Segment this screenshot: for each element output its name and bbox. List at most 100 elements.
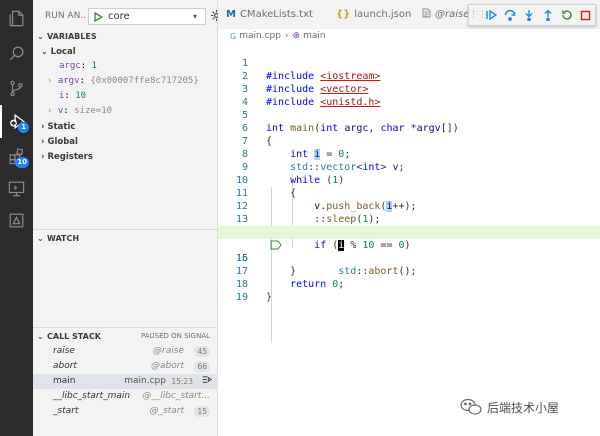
- launch-config-select[interactable]: core ▾: [88, 8, 206, 25]
- tab-label: launch.json: [354, 9, 412, 20]
- launch-config-value: core: [108, 11, 130, 22]
- code-line: 14 if (i % 10 == 0): [218, 213, 600, 251]
- cmake-icon[interactable]: [0, 204, 33, 237]
- current-execution-line: 15 std::abort();: [218, 226, 600, 277]
- variable-value: size=10: [74, 106, 113, 116]
- code-line: 6 {: [218, 109, 600, 147]
- tab-launch-json[interactable]: {} launch.json: [328, 0, 414, 29]
- line-number: 5: [241, 110, 248, 121]
- section-divider: [33, 229, 218, 230]
- chevron-right-icon: ›: [41, 137, 45, 147]
- code-line: 9 while (1): [218, 148, 600, 186]
- line-number: 16: [235, 253, 248, 264]
- stack-frame[interactable]: raise @raise 45: [33, 344, 218, 359]
- run-debug-icon[interactable]: 1: [0, 105, 33, 138]
- code-line: 1 #include <iostream>: [218, 44, 600, 82]
- local-scope-label: Local: [50, 47, 76, 57]
- line-number: 15: [235, 253, 248, 264]
- frame-position: 66: [194, 361, 210, 372]
- code-line: 18 }: [218, 265, 600, 303]
- line-number: 9: [241, 162, 248, 173]
- frame-source: @__libc_start...: [142, 391, 210, 401]
- frame-position: 45: [194, 346, 210, 357]
- line-number: 6: [241, 123, 248, 134]
- section-divider: [33, 327, 218, 328]
- watch-title: WATCH: [47, 233, 80, 243]
- line-number: 3: [241, 84, 248, 95]
- step-into-icon[interactable]: [519, 5, 538, 25]
- variable-name: argc: [59, 61, 81, 71]
- line-number: 12: [235, 201, 248, 212]
- debug-badge: 1: [18, 122, 29, 133]
- local-scope[interactable]: ⌄ Local: [33, 44, 218, 59]
- code-line: 17 return 0;: [218, 252, 600, 290]
- frame-name: main: [53, 376, 76, 386]
- variable-row[interactable]: argc: 1: [59, 61, 97, 71]
- remote-explorer-icon[interactable]: [0, 172, 33, 205]
- chevron-down-icon: ⌄: [41, 47, 48, 56]
- frame-source: @raise: [153, 346, 184, 356]
- stack-frame-selected[interactable]: main main.cpp 15:23: [33, 374, 218, 389]
- include-name: iostream: [326, 71, 375, 82]
- json-file-icon: {}: [336, 9, 351, 20]
- variable-row[interactable]: i: 10: [59, 91, 87, 101]
- tab-label: @raise: [435, 9, 470, 20]
- chevron-down-icon: ⌄: [37, 233, 44, 243]
- line-number: 11: [235, 188, 248, 199]
- frame-name: __libc_start_main: [53, 391, 131, 401]
- scope-label: Global: [47, 137, 78, 147]
- source-control-icon[interactable]: [0, 72, 33, 105]
- variable-row[interactable]: › argv: {0x00007ffe8c717205}: [47, 76, 199, 86]
- tab-raise[interactable]: @raise: [414, 0, 474, 29]
- code-line: 10 {: [218, 161, 600, 199]
- frame-source: @_start: [149, 406, 184, 416]
- code-line: 2 #include <vector>: [218, 57, 600, 95]
- code-line: 11 v.push_back(i++);: [218, 174, 600, 212]
- debug-sidebar: RUN AN... core ▾ ··· ⌄ VARIABLES ⌄ Local…: [33, 0, 240, 436]
- activity-bar: 1 10: [0, 0, 33, 436]
- explorer-icon[interactable]: [0, 2, 33, 35]
- variable-value: 10: [75, 91, 87, 101]
- scope-label: Registers: [47, 152, 93, 162]
- variables-section-header[interactable]: ⌄ VARIABLES: [33, 28, 218, 44]
- frame-source: main.cpp: [124, 376, 166, 386]
- frame-position: 15: [194, 406, 210, 417]
- tab-cmakelists[interactable]: M CMakeLists.txt: [218, 0, 328, 29]
- watch-section-header[interactable]: ⌄ WATCH: [33, 230, 218, 246]
- stack-frame[interactable]: __libc_start_main @__libc_start...: [33, 389, 218, 404]
- restart-frame-icon[interactable]: [201, 374, 212, 391]
- code-line: 16 }: [218, 239, 600, 277]
- code-line: 3 #include <unistd.h>: [218, 70, 600, 108]
- extensions-icon[interactable]: 10: [0, 140, 33, 173]
- breadcrumb-symbol[interactable]: main: [303, 31, 326, 41]
- line-number: 19: [235, 292, 248, 303]
- static-scope[interactable]: › Static: [33, 120, 218, 135]
- line-number: 10: [235, 175, 248, 186]
- drag-handle-icon[interactable]: ⋮⋮: [469, 10, 487, 20]
- code-line: 4: [218, 83, 600, 108]
- indent-guide: [271, 187, 272, 343]
- chevron-right-icon: ›: [47, 76, 53, 86]
- breadcrumb-file[interactable]: main.cpp: [239, 31, 281, 41]
- chevron-right-icon: ›: [284, 31, 289, 41]
- step-over-icon[interactable]: [500, 5, 519, 25]
- search-icon[interactable]: [0, 37, 33, 70]
- registers-scope[interactable]: › Registers: [33, 150, 218, 165]
- continue-icon[interactable]: [481, 5, 500, 25]
- step-out-icon[interactable]: [538, 5, 557, 25]
- paused-status: PAUSED ON SIGNAL: [141, 332, 210, 340]
- stack-frame[interactable]: abort @abort 66: [33, 359, 218, 374]
- stack-frame[interactable]: _start @_start 15: [33, 404, 218, 419]
- global-scope[interactable]: › Global: [33, 135, 218, 150]
- code-line: 13: [218, 200, 600, 225]
- start-debugging-icon[interactable]: [91, 9, 105, 24]
- code-line: 8 std::vector<int> v;: [218, 135, 600, 173]
- chevron-down-icon: ▾: [193, 12, 198, 21]
- breadcrumb: G main.cpp › ⊛ main: [218, 29, 600, 43]
- stop-icon[interactable]: [576, 5, 595, 25]
- restart-icon[interactable]: [557, 5, 576, 25]
- cpp-file-icon: G: [230, 31, 237, 41]
- variable-row[interactable]: › v: size=10: [47, 106, 113, 116]
- file-icon: [422, 8, 431, 21]
- call-stack-section-header[interactable]: ⌄ CALL STACK PAUSED ON SIGNAL: [33, 328, 218, 344]
